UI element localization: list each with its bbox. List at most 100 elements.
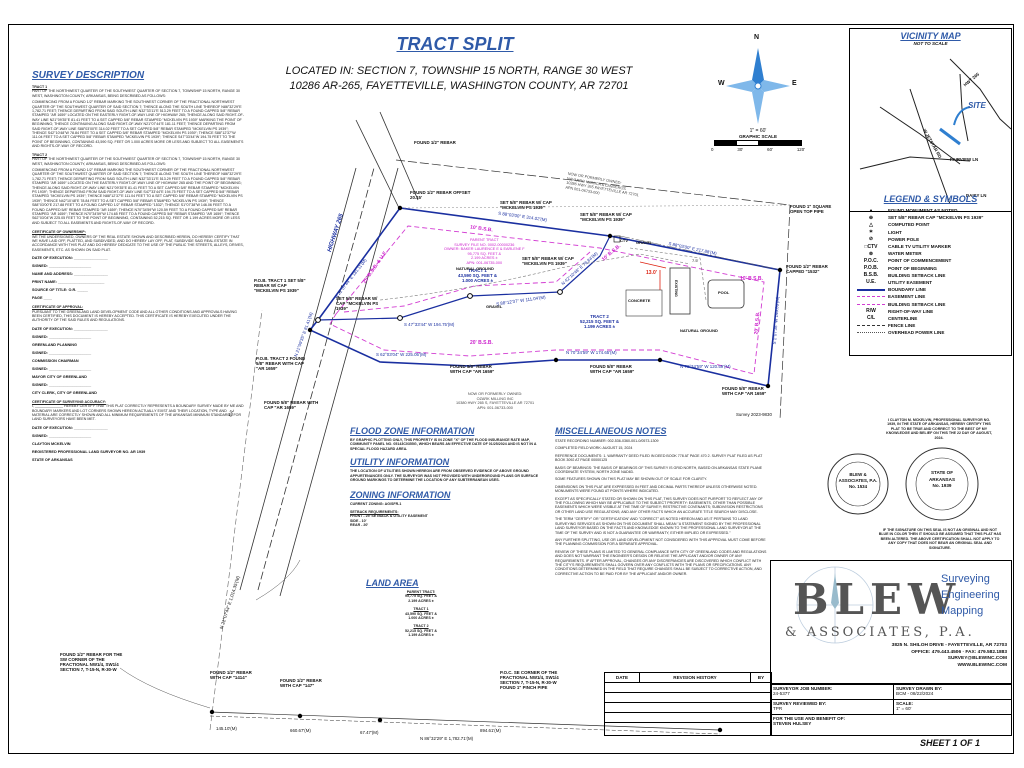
- tract2-plan-label: TRACT 2 52,215 SQ. FEET & 1.199 ACRES ±: [580, 314, 619, 329]
- signature-line: DATE OF EXECUTION: ________________: [32, 326, 108, 331]
- tract1-name: TRACT 1: [468, 268, 487, 273]
- vicinity-road-label: FAIRVIEW LN: [950, 157, 979, 162]
- legend-row: ✶LIGHT: [854, 229, 1007, 236]
- signature-line: MAYOR CITY OF GREENLAND: [32, 374, 87, 379]
- ctv-label: CTV: [620, 238, 628, 243]
- signature-line: CITY CLERK, CITY OF GREENLAND: [32, 390, 97, 395]
- bearing-label: 145.10'(M): [216, 726, 237, 731]
- monument-callout: FOUND 5/8" REBAR WITH CAP "AR 1659": [450, 364, 495, 374]
- legend-symbol: P.O.C.: [863, 257, 879, 264]
- signature-line: COMMISSION CHAIRMAN: [32, 358, 79, 363]
- company-seal-icon: [827, 453, 889, 515]
- signature-line: CLAYTON MCKELVIN: [32, 441, 71, 446]
- monument-callout: FOUND 5/8" REBAR WITH CAP "AR 1659": [722, 386, 767, 396]
- signature-line: PAGE ____: [32, 296, 52, 301]
- legend-symbol: U.E.: [866, 279, 876, 286]
- legend-text: BOUNDARY LINE: [888, 287, 927, 293]
- east-label: E: [792, 80, 797, 87]
- monument-callout: SET 5/8" REBAR W/ CAP "MCKELVIN PS 1939": [522, 256, 574, 266]
- parent-line: SURVEY FILE NO. 0002-00000236: [454, 242, 515, 247]
- legend-text: FOUND MONUMENT AS NOTED: [888, 208, 958, 214]
- revision-history-header: REVISION HISTORY: [640, 673, 751, 682]
- parent-tract-note: PARENT TRACT SURVEY FILE NO. 0002-000002…: [444, 238, 525, 266]
- monument-callout: FOUND 1/2" REBAR OFFSET 20.15': [410, 190, 471, 200]
- misc-note: STATE RECORDING NUMBER: 002-536-0360-001…: [555, 439, 659, 443]
- legend-text: SET 5/8" REBAR CAP "MCKELVIN PS 1939": [888, 215, 984, 221]
- legend-list: ●FOUND MONUMENT AS NOTED⊕SET 5/8" REBAR …: [850, 207, 1011, 336]
- company-block: BLEW & ASSOCIATES, P.A. Surveying Engine…: [770, 560, 1012, 684]
- land-area-group: PARENT TRACT:95,775 SQ. FEET &2.199 ACRE…: [366, 590, 476, 603]
- misc-note: ANY FURTHER SPLITTING, USE OR LAND DEVEL…: [555, 537, 766, 547]
- benefit-value: STEVEN HULSEY: [773, 721, 812, 726]
- service-label: Mapping: [941, 605, 984, 617]
- dimension-label: 7.5': [692, 258, 699, 263]
- tract2-acres: 1.199 ACRES ±: [584, 324, 616, 329]
- legend-text: WATER METER: [888, 251, 922, 257]
- legend-symbol: [854, 294, 888, 300]
- legend-symbol: □CTV: [864, 243, 878, 250]
- scale-tick: 0: [711, 147, 714, 152]
- seal-text: STATE OF: [930, 470, 954, 475]
- legend-text: CENTERLINE: [888, 315, 918, 321]
- job-number-value: 24-5377: [773, 691, 790, 696]
- monument-callout: SET 5/8" REBAR W/ CAP "MCKELVIN PS 1939": [336, 296, 379, 311]
- land-area-acres: 1.000 ACRES ±: [408, 616, 434, 621]
- setback-line: FRONT - 25' SETBACK & UTILITY EASEMENT: [350, 514, 428, 519]
- scale-label: SCALE:: [896, 701, 914, 706]
- vicinity-site-label: SITE: [968, 101, 986, 110]
- parent-line: 95,775 SQ. FEET &: [467, 251, 502, 256]
- vicinity-subtitle: NOT TO SCALE: [913, 41, 948, 46]
- signature-line: SIGNED: ____________________: [32, 264, 92, 269]
- bearing-label: 894.61'(M): [480, 728, 501, 733]
- setback-label: 10' B.S.B.: [740, 276, 763, 282]
- vicinity-map-drawing: [859, 58, 1011, 205]
- reviewed-by-cell: SURVEY REVIEWED BY: TPR: [770, 699, 894, 715]
- monument-callout: P.O.B. TRACT 2 FOUND 5/8" REBAR WITH CAP…: [256, 356, 306, 371]
- legend-row: P.O.B.POINT OF BEGINNING: [854, 265, 1007, 272]
- sheet-frame: [8, 24, 1014, 754]
- legend-symbol: P.O.B.: [863, 265, 879, 272]
- legend-text: FENCE LINE: [888, 323, 916, 329]
- tract2-area: 52,215 SQ. FEET &: [580, 319, 620, 324]
- legend-title: LEGEND & SYMBOLS: [883, 194, 978, 204]
- revision-date-header: DATE: [605, 673, 640, 682]
- misc-note: BASIS OF BEARINGS: THE BASIS OF BEARINGS…: [555, 465, 763, 475]
- misc-note: COMPLETED FIELD WORK: AUGUST 15, 2024: [555, 446, 633, 451]
- page-title: TRACT SPLIT: [396, 34, 514, 54]
- legend-text: POWER POLE: [888, 236, 920, 242]
- legend-symbol: B.S.B.: [863, 272, 879, 279]
- utility-text: THE LOCATION OF UTILITIES SHOWN HEREON A…: [350, 469, 539, 483]
- legend-row: P.O.C. POINT OF COMMENCEMENT: [854, 257, 1007, 264]
- west-label: W: [718, 80, 725, 87]
- accuracy-signature-lines: DATE OF EXECUTION: ________________SIGNE…: [32, 426, 244, 462]
- legend-text: BUILDING SETBACK LINE: [888, 272, 946, 278]
- company-name: BLEW: [793, 575, 962, 624]
- bearing-label: N 86°32'29" E 1,782.71'(M): [420, 736, 474, 741]
- gravel-label: GRAVEL: [636, 240, 653, 245]
- benefit-cell: FOR THE USE AND BENEFIT OF: STEVEN HULSE…: [770, 714, 1012, 736]
- benefit-label: FOR THE USE AND BENEFIT OF:: [773, 716, 846, 721]
- land-area-title: LAND AREA: [366, 578, 419, 588]
- misc-note: SOME FEATURES SHOWN ON THIS PLAT MAY BE …: [555, 477, 708, 482]
- seal-text: ARKANSAS: [928, 476, 956, 482]
- legend-symbol: C/L: [866, 315, 876, 322]
- tract2-desc-body: COMMENCING FROM A FOUND 1/2" REBAR MARKI…: [32, 167, 243, 225]
- legend-symbol: [854, 287, 888, 293]
- legend-text: POINT OF COMMENCEMENT: [888, 258, 952, 264]
- legend-text: CABLE TV UTILITY MARKER: [888, 244, 951, 250]
- legend-symbol: ✶: [868, 229, 874, 236]
- misc-list: STATE RECORDING NUMBER: 002-536-0360-001…: [555, 439, 767, 576]
- legend-symbol: [854, 301, 888, 307]
- parent-line: 2.199 ACRES ±: [471, 256, 498, 261]
- scale-ratio: 1" = 60': [749, 128, 767, 134]
- accuracy-title: CERTIFICATE OF SURVEYING ACCURACY:: [32, 399, 106, 404]
- scale-label: GRAPHIC SCALE: [738, 134, 778, 139]
- bearing-label: N 70°34'59" W 174.65'(M): [566, 350, 617, 355]
- setback-label: 20' B.S.B.: [470, 340, 493, 346]
- monument-callout: FOUND 1" SQUARE OPEN TOP PIPE: [790, 204, 832, 214]
- misc-note: REVIEW OF THESE PLANS IS LIMITED TO GENE…: [555, 549, 767, 576]
- drawn-by-value: BCM - 08/22/2024: [896, 691, 934, 696]
- legend-text: OVERHEAD POWER LINE: [888, 330, 945, 336]
